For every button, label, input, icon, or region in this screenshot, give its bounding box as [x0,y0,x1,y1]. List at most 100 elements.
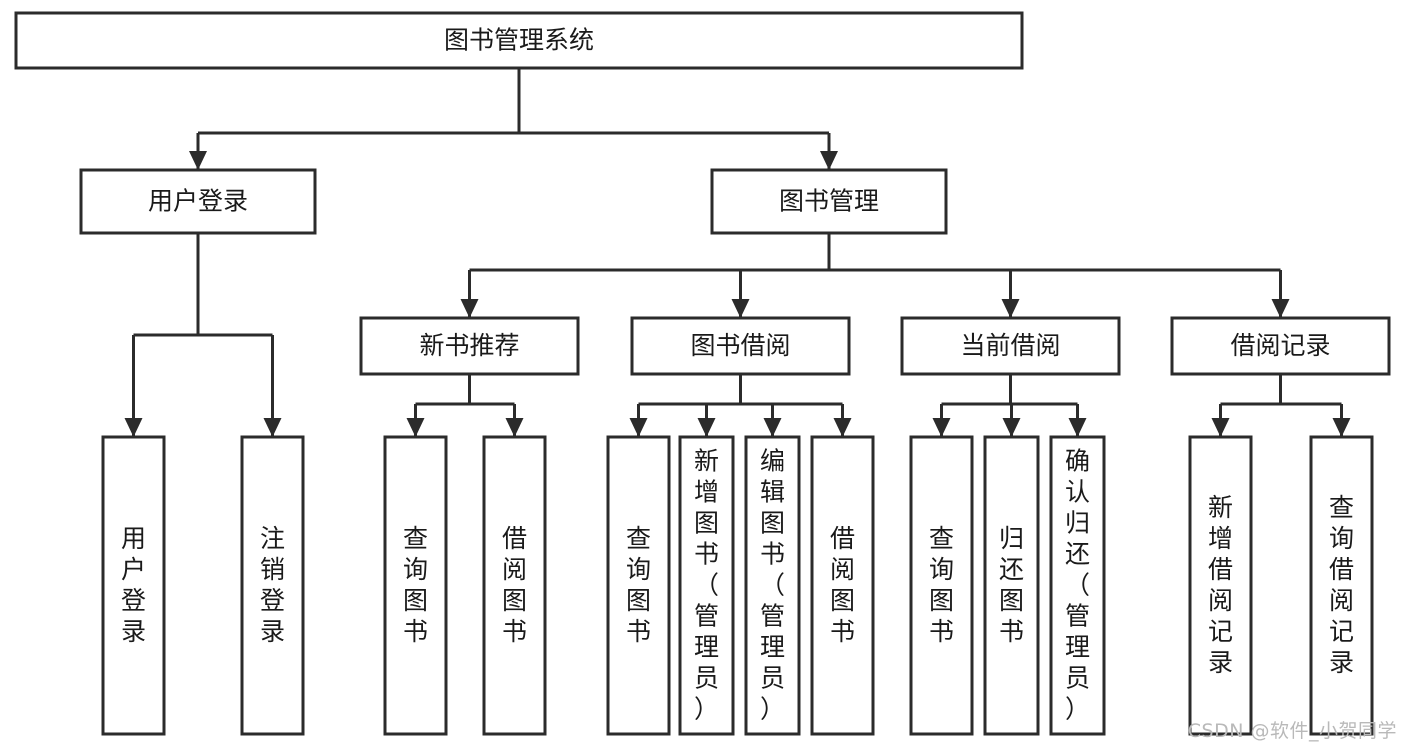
node-l2_1[interactable]: 图书管理 [710,168,948,235]
node-l3_3[interactable]: 借阅记录 [1170,316,1391,376]
node-label-char: （ [1065,571,1090,600]
node-label-char: 图 [403,586,428,615]
arrow-head [731,299,750,318]
node-label: 借阅记录 [1230,331,1330,360]
node-box [710,168,948,235]
node-l3_1[interactable]: 图书借阅 [630,316,851,376]
node-box [744,435,801,736]
node-label-char: 新 [1208,493,1233,522]
node-box [1188,435,1253,736]
node-layer: 图书管理系统用户登录图书管理新书推荐图书借阅当前借阅借阅记录用户登录注销登录查询… [14,11,1391,736]
arrow-head [505,418,524,437]
node-label-char: 图 [502,586,527,615]
node-label-char: 管 [760,602,785,631]
node-label-char: 户 [121,555,146,584]
node-label-char: ） [760,695,785,724]
node-box [983,435,1040,736]
node-box [678,435,735,736]
csdn-watermark: CSDN @软件_小贺同学 [1187,720,1397,742]
node-box [240,435,305,736]
node-box [1170,316,1391,376]
arrow-head [763,418,782,437]
node-box [606,435,671,736]
node-label-char: 管 [694,602,719,631]
arrow-head [124,418,143,437]
node-label-char: 询 [403,555,428,584]
node-label-char: 注 [260,524,285,553]
node-label-char: 借 [1329,555,1354,584]
node-leaf_0[interactable]: 用户登录 [101,435,166,736]
node-label-char: 员 [694,664,719,693]
node-root[interactable]: 图书管理系统 [14,11,1024,70]
node-label-char: 录 [260,617,285,646]
node-box [482,435,547,736]
node-box [79,168,317,235]
node-label-char: 借 [1208,555,1233,584]
node-label: 当前借阅 [960,331,1060,360]
node-label-char: 阅 [1208,586,1233,615]
node-box [14,11,1024,70]
node-label-char: 查 [1329,493,1354,522]
node-label-char: 图 [626,586,651,615]
node-l2_0[interactable]: 用户登录 [79,168,317,235]
node-label-char: 归 [1065,509,1090,538]
arrow-head [1068,418,1087,437]
node-label-char: 录 [1208,648,1233,677]
arrow-head [820,151,838,170]
node-label-char: 阅 [1329,586,1354,615]
node-label-char: 书 [929,617,954,646]
node-label-char: 记 [1208,617,1233,646]
arrow-head [1002,418,1021,437]
node-box [909,435,974,736]
node-label-char: 员 [1065,664,1090,693]
node-label-char: 书 [502,617,527,646]
node-label-char: 记 [1329,617,1354,646]
node-box [101,435,166,736]
node-label-char: 查 [929,524,954,553]
arrow-head [189,151,207,170]
node-box [630,316,851,376]
node-label-char: 确 [1065,447,1090,476]
node-label-char: 销 [260,555,285,584]
node-label-char: 查 [626,524,651,553]
node-box [1309,435,1374,736]
node-label-char: 登 [121,586,146,615]
arrow-head [1001,299,1020,318]
node-l3_0[interactable]: 新书推荐 [359,316,580,376]
node-label: 新书推荐 [419,331,519,360]
node-label-char: 图 [929,586,954,615]
arrow-head [406,418,425,437]
node-label: 图书管理 [779,187,879,216]
arrow-head [263,418,282,437]
arrow-head [460,299,479,318]
node-label-char: 图 [760,509,785,538]
node-box [359,316,580,376]
node-label-char: 还 [1065,540,1090,569]
node-label-char: 理 [1065,633,1090,662]
node-label-char: （ [694,571,719,600]
node-label-char: 增 [1208,524,1233,553]
node-l3_2[interactable]: 当前借阅 [900,316,1121,376]
node-label-char: 图 [999,586,1024,615]
node-label-char: 询 [626,555,651,584]
node-label-char: 询 [1329,524,1354,553]
node-label-char: 用 [121,524,146,553]
node-label-char: 归 [999,524,1024,553]
node-label-char: （ [760,571,785,600]
node-label-char: ） [694,695,719,724]
connector-layer [124,68,1351,437]
